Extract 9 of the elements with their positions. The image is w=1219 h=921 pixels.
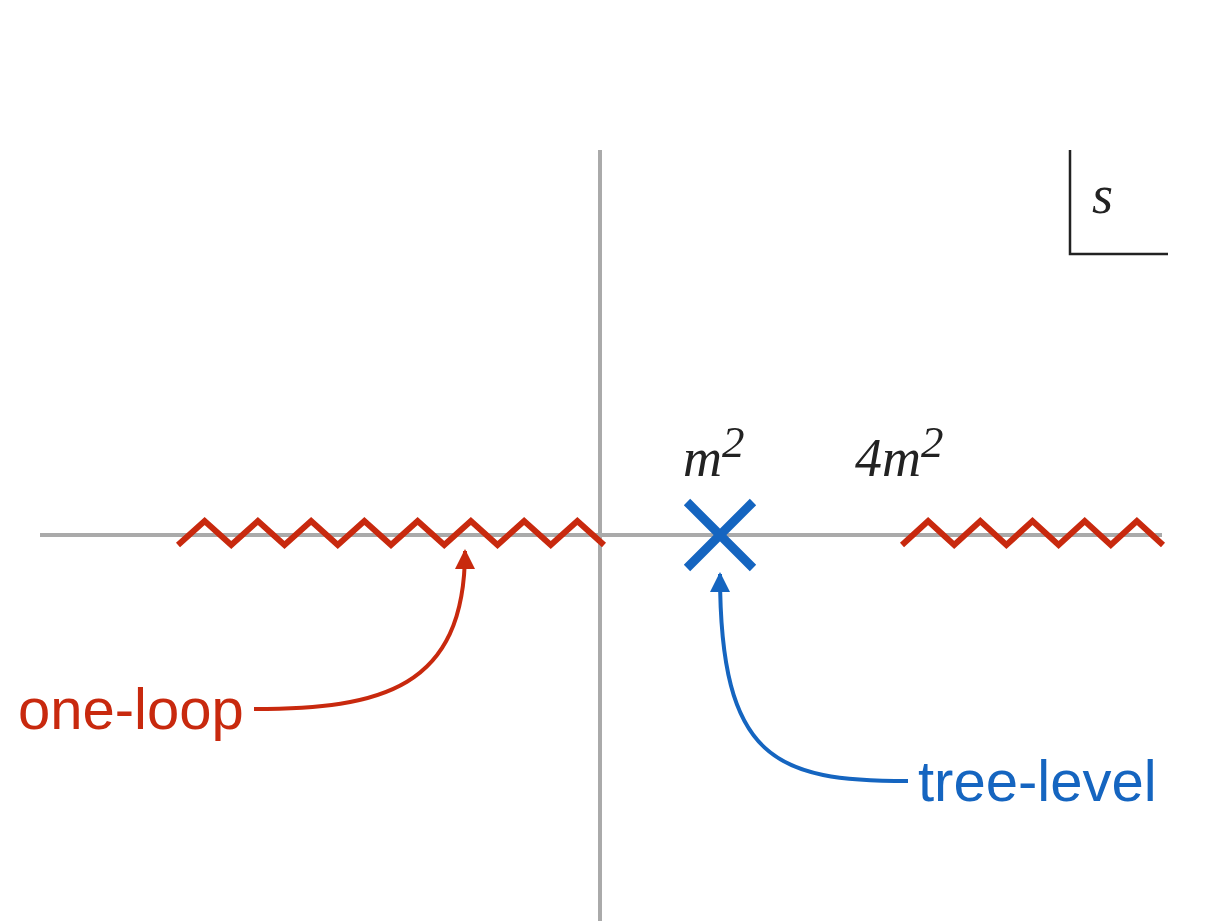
branch-cut xyxy=(176,516,606,550)
pole-cross xyxy=(682,497,758,573)
arrow xyxy=(710,572,909,783)
tree-level-label: tree-level xyxy=(918,752,1157,810)
branch-cut xyxy=(899,516,1166,550)
variable-label: s xyxy=(1092,168,1113,222)
threshold-label: 4m$^{2}$ xyxy=(855,420,944,485)
arrow xyxy=(253,549,474,711)
pole-position-label: m$^{2}$ xyxy=(683,420,745,485)
